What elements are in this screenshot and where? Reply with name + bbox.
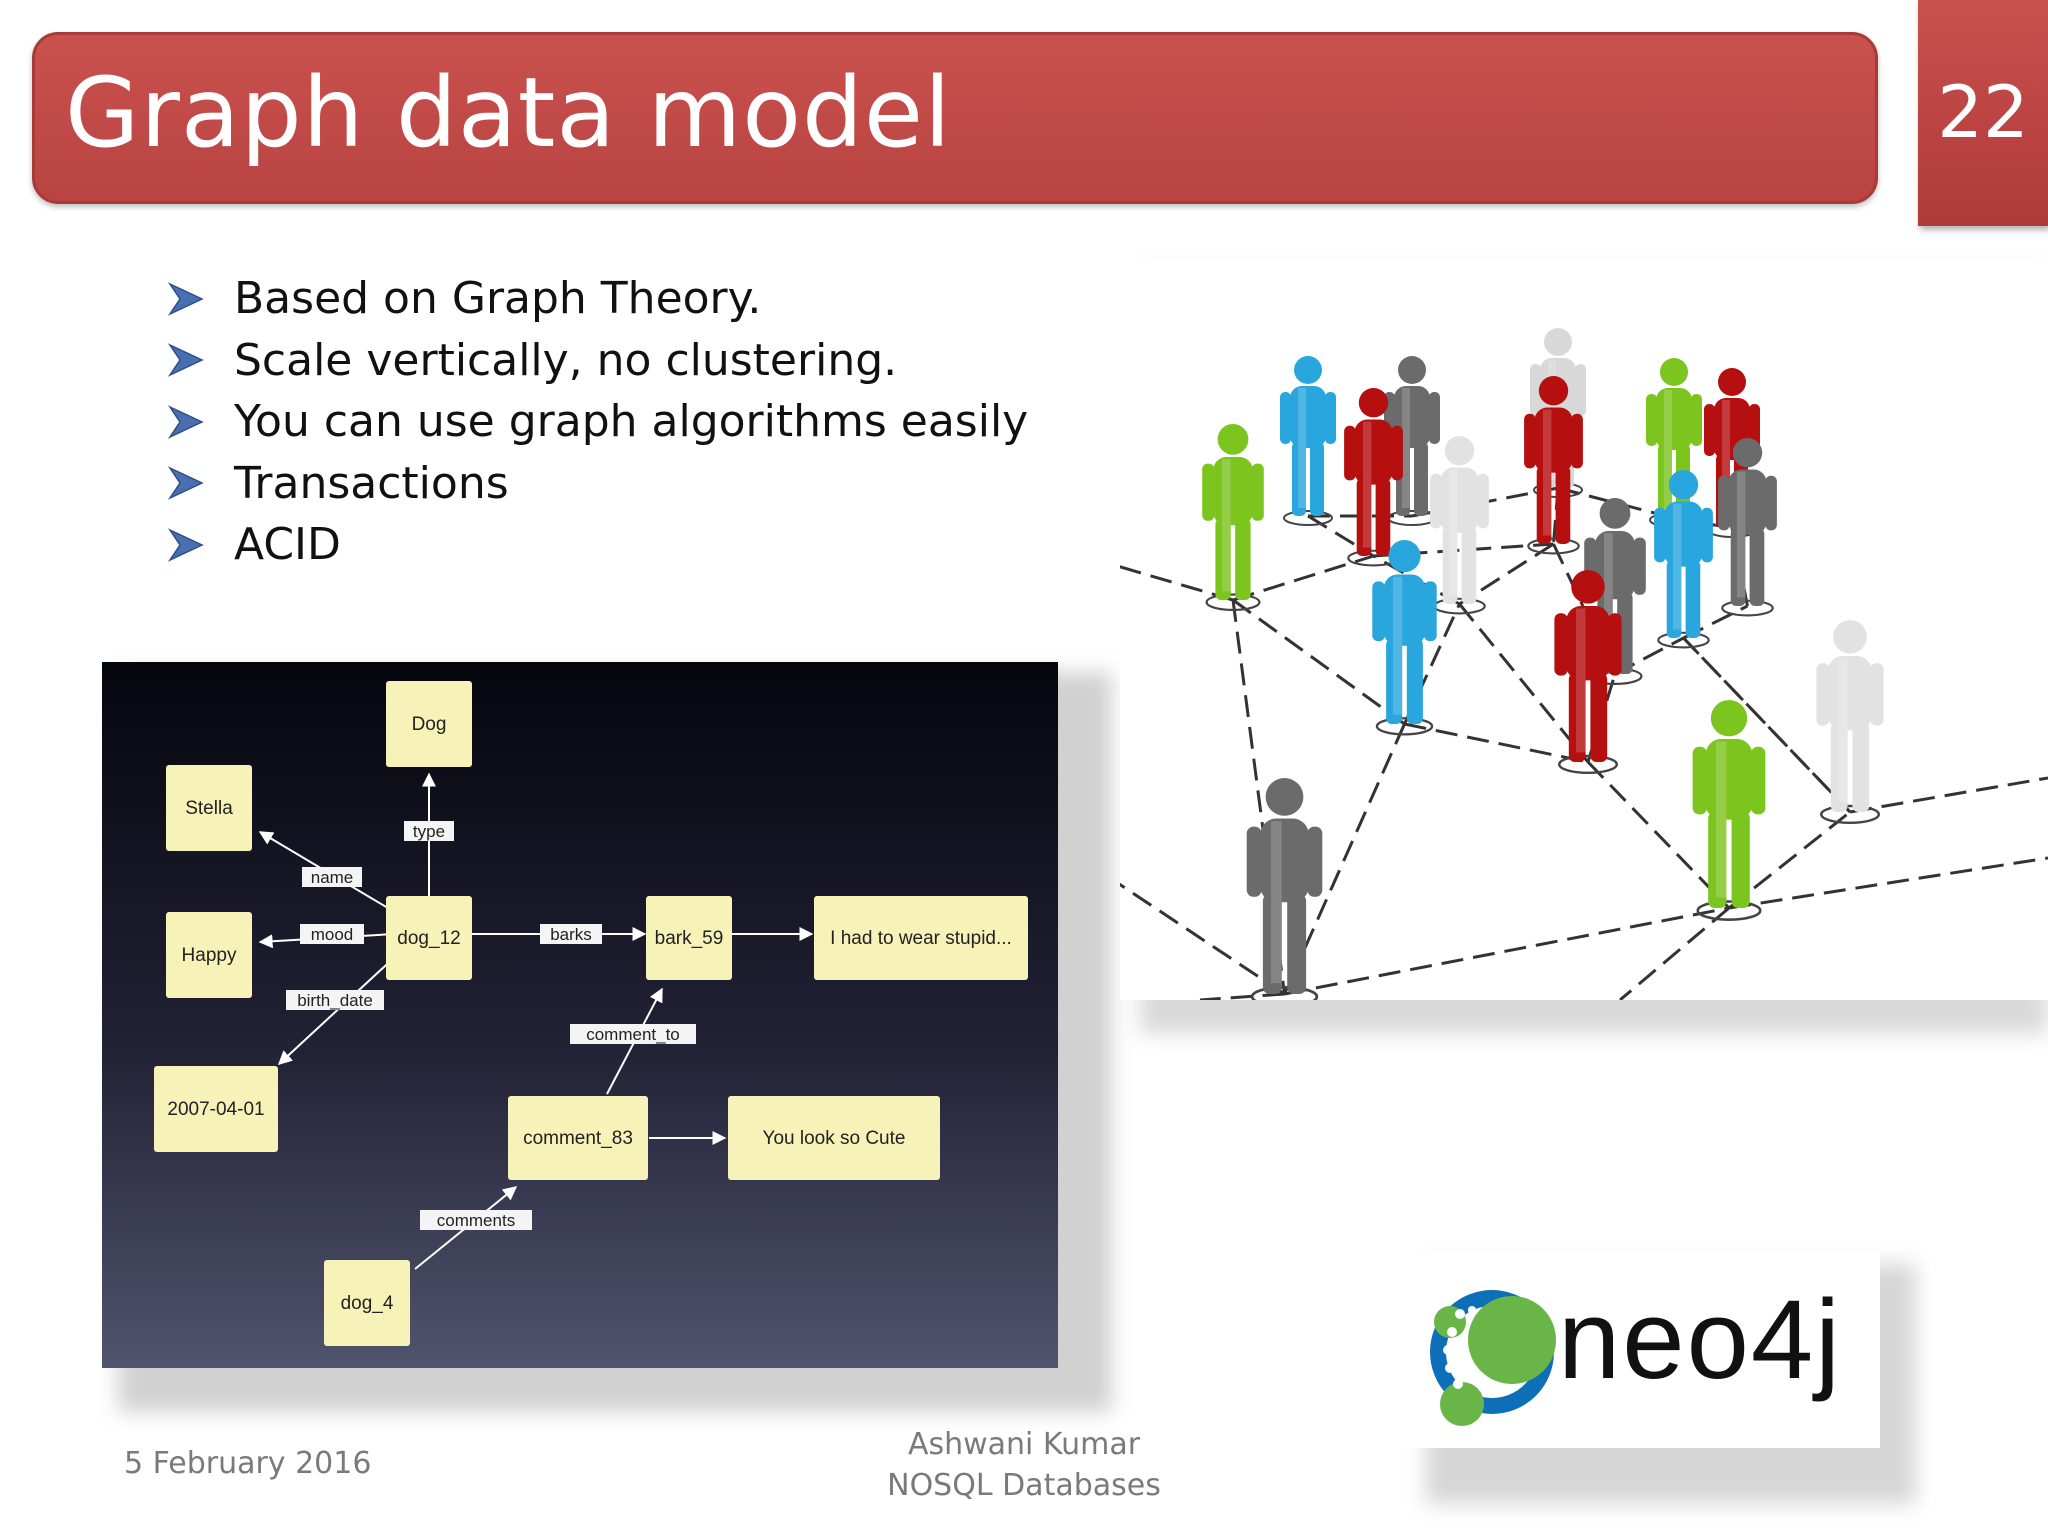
node-bark-text: I had to wear stupid... [830, 928, 1012, 949]
node-comment-text: You look so Cute [763, 1128, 906, 1149]
neo4j-logo: neo4j [1400, 1252, 1880, 1448]
network-line [1728, 810, 1851, 910]
network-line [1232, 554, 1374, 602]
bullet-text: Based on Graph Theory. [234, 273, 762, 325]
graph-diagram: type name mood birth_date barks comment_… [102, 662, 1058, 1368]
bullet-text: Transactions [234, 457, 509, 509]
footer-course: NOSQL Databases [887, 1468, 1161, 1503]
footer-date: 5 February 2016 [124, 1446, 372, 1481]
node-box [154, 1066, 278, 1152]
network-line [1120, 565, 1234, 602]
network-line [1458, 603, 1590, 763]
edge-label-box [404, 821, 454, 841]
page-number-tab: 22 [1918, 0, 2048, 226]
network-line [1120, 882, 1286, 996]
network-line [1232, 598, 1406, 726]
arrow-bullet-icon [168, 527, 204, 562]
bullet-text: ACID [234, 519, 341, 571]
node-box [166, 912, 252, 998]
edge-label-box [420, 1210, 532, 1230]
node-comment-83: comment_83 [523, 1128, 633, 1149]
edge-label-box [570, 1024, 696, 1044]
edge-label-barks: barks [550, 925, 592, 944]
network-line [1586, 760, 1731, 910]
network-line [1284, 906, 1730, 996]
network-line [1849, 776, 2048, 814]
slide-title: Graph data model [65, 57, 952, 169]
node-box [324, 1260, 410, 1346]
node-box [386, 896, 472, 980]
node-box [728, 1096, 940, 1180]
edge-label-comments: comments [437, 1211, 515, 1230]
network-line [1619, 906, 1730, 1000]
bullet-item: You can use graph algorithms easily [168, 391, 1028, 453]
person-figure [1202, 424, 1264, 612]
network-line [1682, 636, 1852, 814]
node-dog-12: dog_12 [397, 928, 460, 949]
bullet-item: Scale vertically, no clustering. [168, 330, 1028, 392]
network-line [1199, 992, 1285, 1000]
edge-label-type: type [413, 822, 445, 841]
person-figure [1430, 436, 1489, 615]
node-date: 2007-04-01 [167, 1099, 264, 1120]
arrow-bullet-icon [168, 281, 204, 316]
node-box [814, 896, 1028, 980]
diagram-background [102, 662, 1058, 1368]
node-box [508, 1096, 648, 1180]
node-dog: Dog [412, 714, 447, 735]
person-figure [1246, 778, 1323, 1000]
arrow-bullet-icon [168, 343, 204, 378]
person-figure [1280, 356, 1336, 526]
person-figure [1524, 376, 1583, 555]
people-figures [1202, 328, 1884, 1000]
neo4j-wordmark: neo4j [1558, 1277, 1842, 1402]
node-bark-59: bark_59 [655, 928, 724, 949]
node-box [386, 681, 472, 767]
network-line [1458, 542, 1555, 606]
node-happy: Happy [182, 945, 237, 966]
edge-label-comment-to: comment_to [586, 1025, 680, 1044]
page-number: 22 [1937, 70, 2029, 154]
person-figure [1692, 700, 1766, 921]
node-stella: Stella [185, 798, 233, 819]
arrow-bullet-icon [168, 404, 204, 439]
edge-label-box [300, 924, 364, 944]
edge-label-box [540, 924, 602, 944]
person-figure [1646, 358, 1702, 528]
edge-label-mood: mood [311, 925, 354, 944]
network-line [1728, 856, 2048, 910]
bullet-item: Based on Graph Theory. [168, 268, 1028, 330]
edge-label-box [286, 990, 384, 1010]
bullet-list: Based on Graph Theory. Scale vertically,… [168, 268, 1028, 576]
title-bar: Graph data model [32, 32, 1878, 204]
network-line [1283, 723, 1406, 995]
node-box [166, 765, 252, 851]
edge-label-box [302, 867, 362, 887]
person-figure [1718, 438, 1777, 617]
bullet-text: You can use graph algorithms easily [234, 396, 1029, 448]
bullet-text: Scale vertically, no clustering. [234, 334, 898, 386]
footer-author: Ashwani Kumar [907, 1427, 1141, 1462]
edge-label-name: name [311, 868, 354, 887]
person-figure [1372, 540, 1437, 736]
person-figure [1654, 470, 1713, 649]
node-dog-4: dog_4 [341, 1293, 394, 1314]
bullet-item: ACID [168, 514, 1028, 576]
bullet-item: Transactions [168, 453, 1028, 515]
people-network-image [1120, 258, 2048, 1000]
neo4j-graph-icon [1430, 1290, 1556, 1426]
node-box [646, 896, 732, 980]
person-figure [1344, 388, 1403, 567]
edge-label-birth-date: birth_date [297, 991, 373, 1010]
network-line [1403, 603, 1461, 725]
person-figure [1554, 570, 1622, 775]
footer-author-block: Ashwani Kumar NOSQL Databases [880, 1424, 1168, 1506]
network-line [1307, 514, 1375, 558]
arrow-bullet-icon [168, 466, 204, 501]
person-figure [1384, 356, 1440, 526]
person-figure [1816, 620, 1884, 825]
